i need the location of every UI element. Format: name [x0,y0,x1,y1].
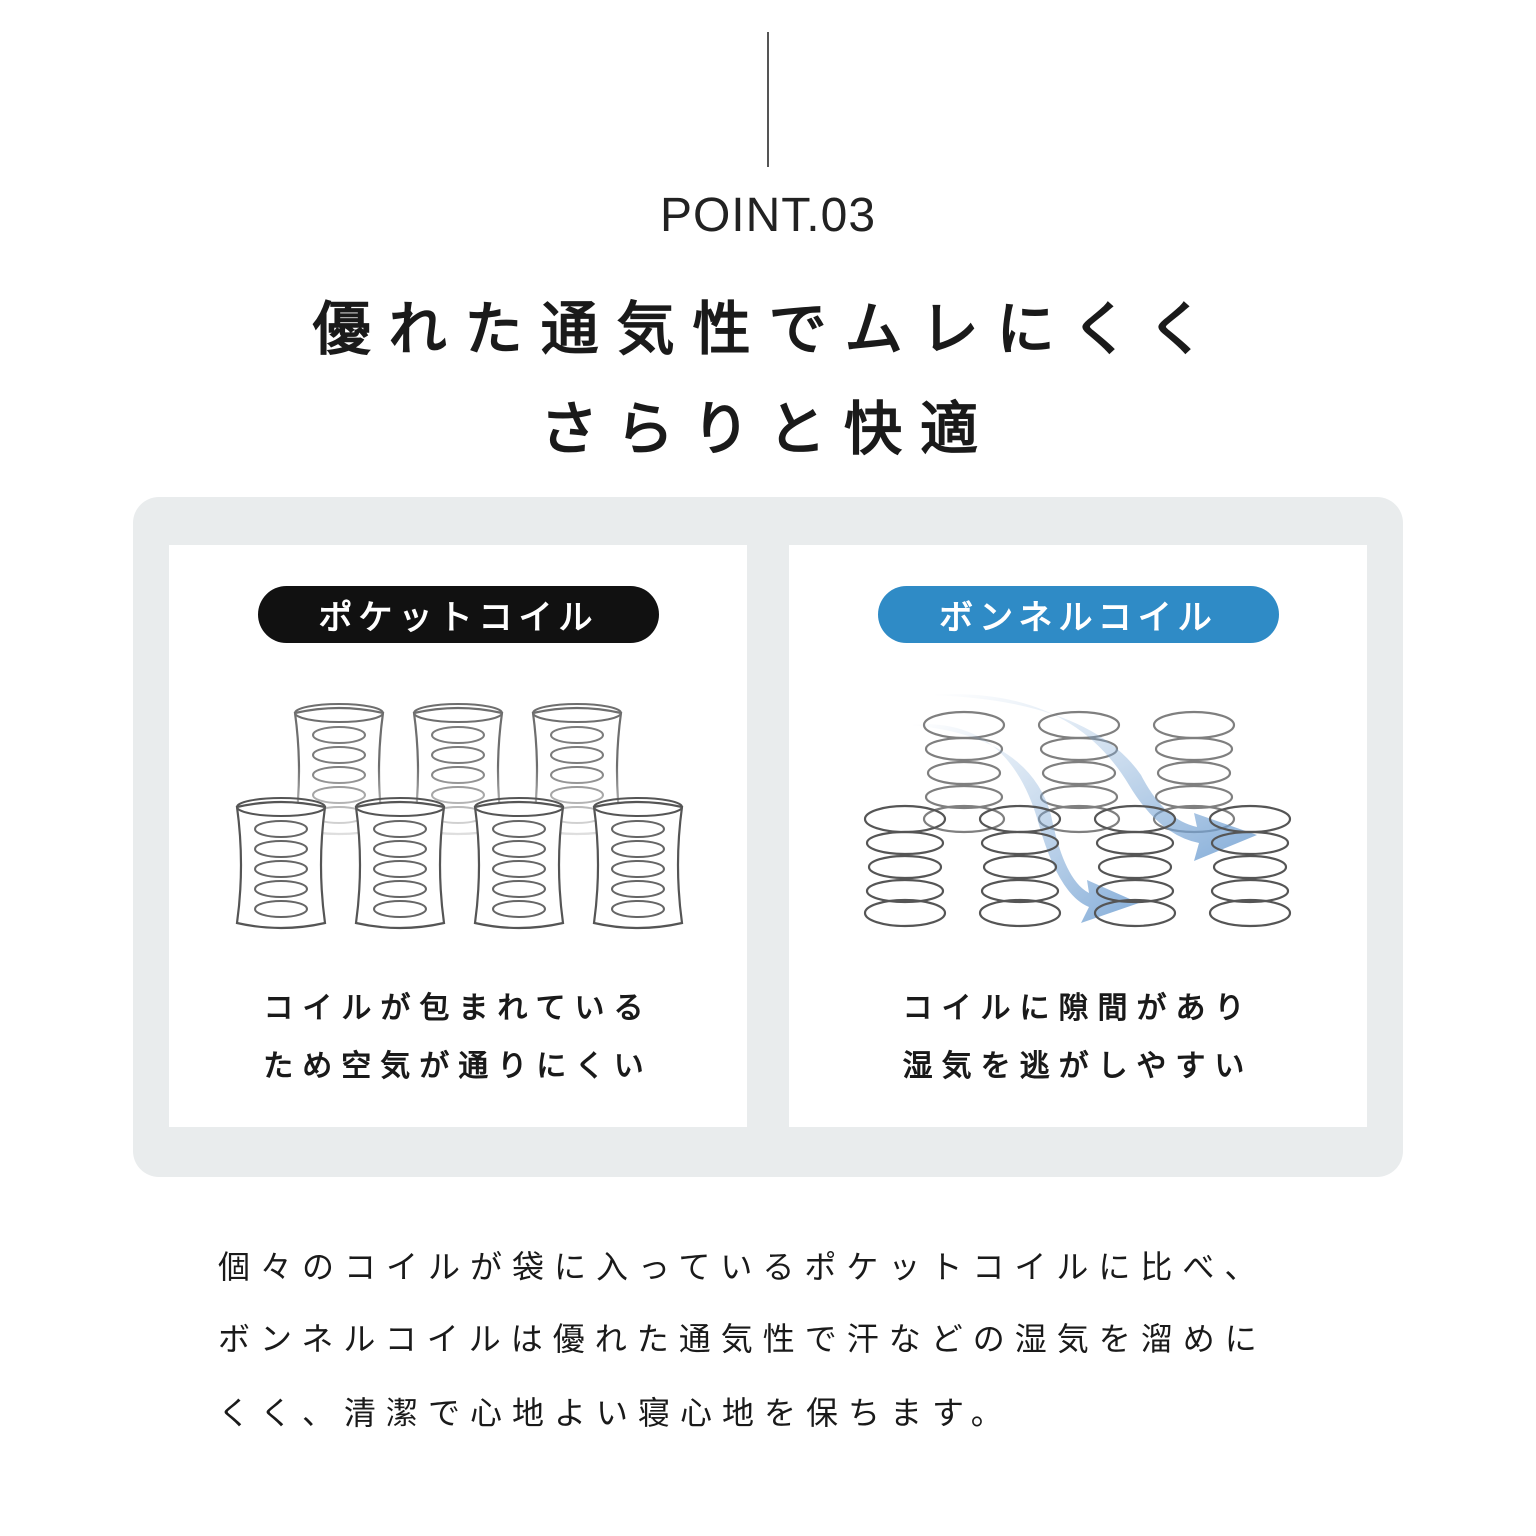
point-label: POINT.03 [659,189,877,242]
bonnell-coil-text-2: 湿気を逃がしやすい [902,1049,1254,1084]
bonnell-coil-text-1: コイルに隙間があり [902,991,1254,1026]
description-line3: くく、清潔で心地よい寝心地を保ちます。 [218,1394,1013,1432]
bonnell-coil-badge: ボンネルコイル [878,586,1279,643]
headline-line1: 優れた通気性でムレにくく [312,295,1224,363]
bonnell-coil-illustration [863,694,1292,928]
description-line1: 個々のコイルが袋に入っているポケットコイルに比べ、 [218,1248,1267,1286]
divider-line [767,32,769,167]
pocket-coil-card: ポケットコイル [169,545,747,1127]
pocket-coil-text-1: コイルが包まれている [263,991,653,1026]
pocket-coil-text-2: ため空気が通りにくい [263,1049,653,1084]
pocket-coil-badge: ポケットコイル [258,586,659,643]
bonnell-coil-card: ボンネルコイル [789,545,1367,1127]
headline-line2: さらりと快適 [539,395,996,463]
description-line2: ボンネルコイルは優れた通気性で汗などの湿気を溜めに [218,1320,1267,1358]
pocket-coil-illustration [235,702,684,930]
comparison-panel: ポケットコイル [133,497,1403,1177]
